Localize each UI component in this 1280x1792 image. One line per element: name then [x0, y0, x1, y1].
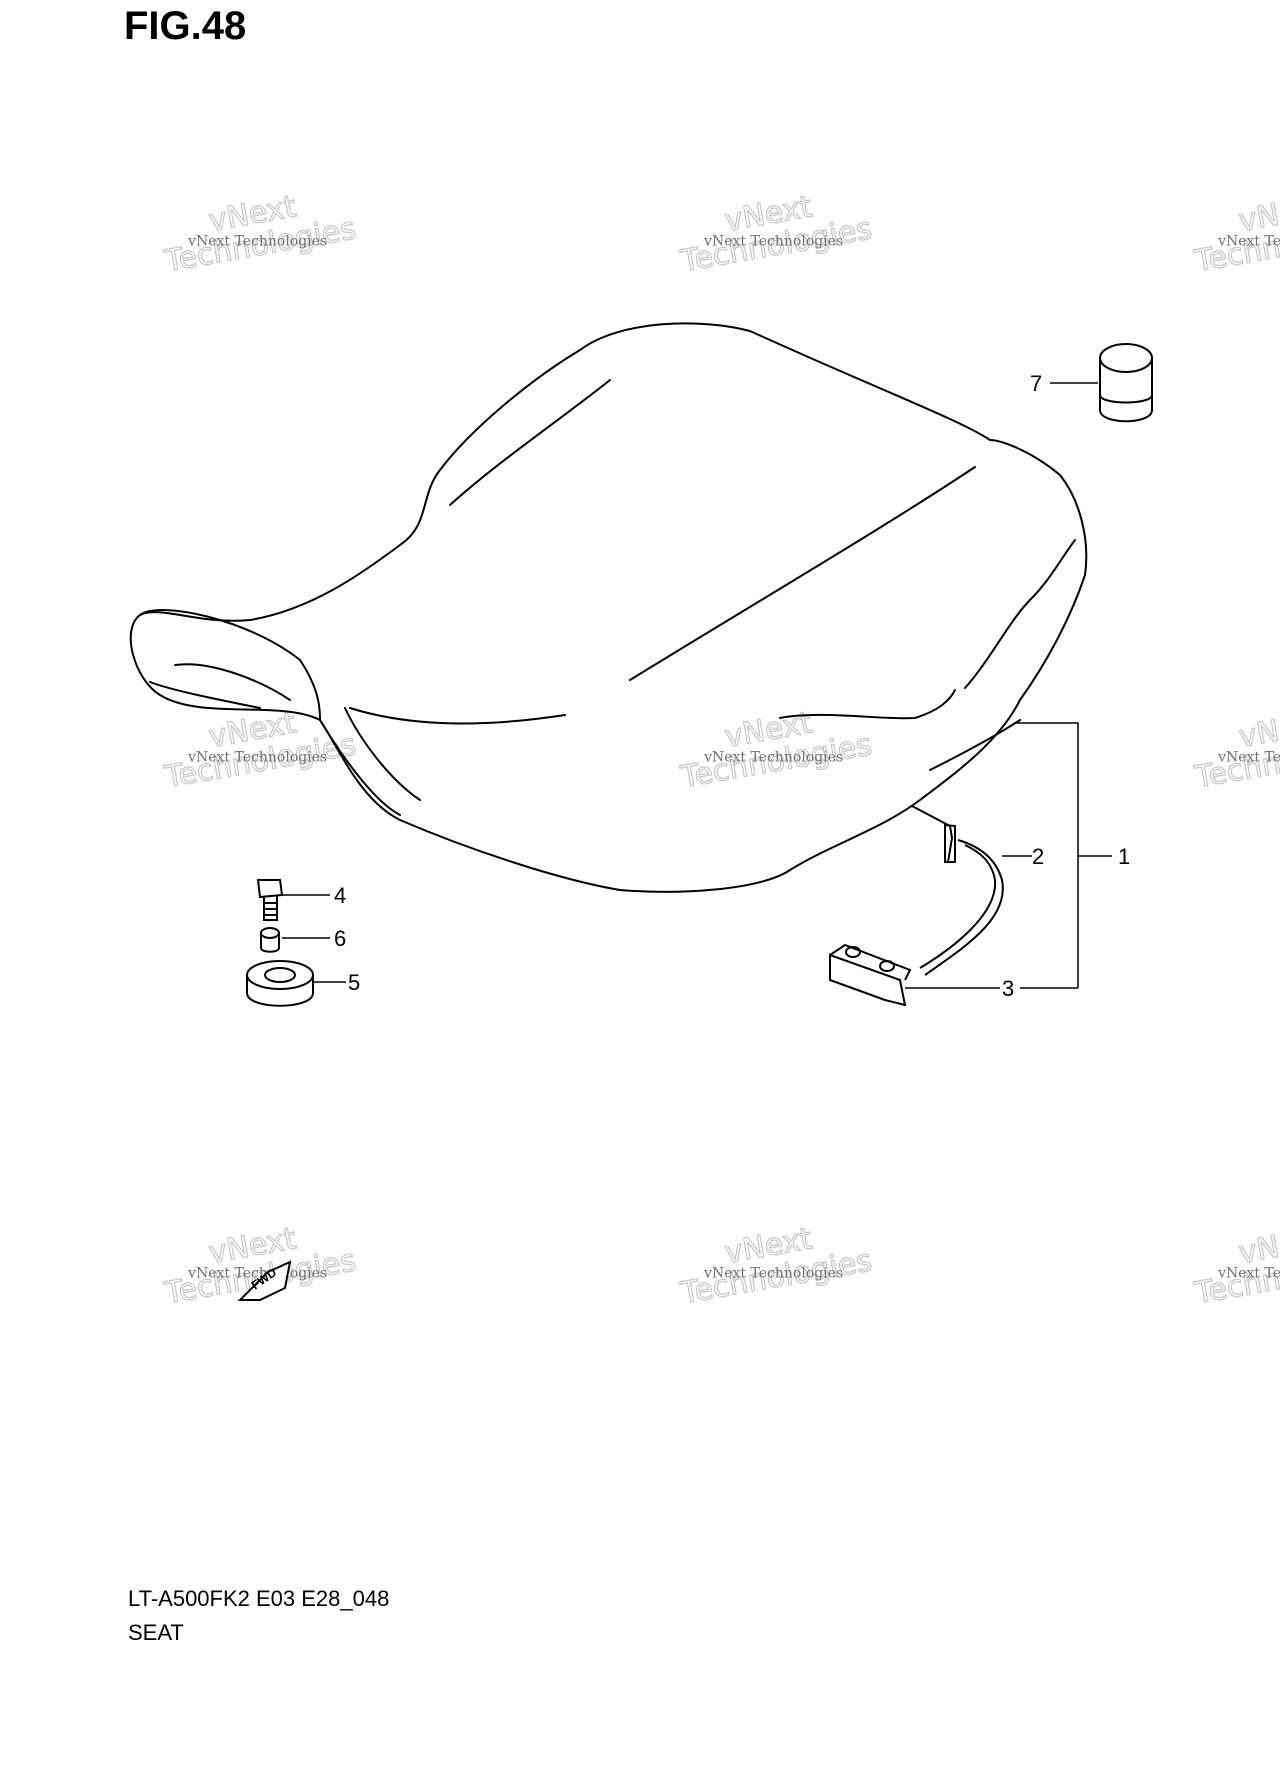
section-name: SEAT [128, 1620, 184, 1645]
grommet-5 [246, 960, 314, 1007]
svg-text:vNext Technologies: vNext Technologies [187, 1265, 327, 1281]
callout-3: 3 [1002, 976, 1014, 1001]
callout-4: 4 [334, 883, 346, 908]
watermark: Technologies vNext vNext Technologies [677, 705, 875, 796]
svg-text:vNext Technologies: vNext Technologies [187, 233, 327, 249]
svg-text:vNext: vNext [1236, 705, 1280, 755]
callout-5: 5 [348, 970, 360, 995]
svg-text:vNext: vNext [1236, 1221, 1280, 1271]
watermark: Technologies vNext vNext Technologies [677, 189, 875, 280]
callout-6: 6 [334, 926, 346, 951]
seat-illustration [129, 322, 1088, 893]
seat-cushion-block [829, 943, 912, 1007]
bolt-4 [256, 879, 284, 921]
watermark: Technologies vNext vNext Technologies [1191, 189, 1280, 280]
svg-text:vNext Technologies: vNext Technologies [703, 749, 843, 765]
svg-text:vNext Technologies: vNext Technologies [703, 1265, 843, 1281]
leader-lines [282, 382, 1112, 989]
seat-latch-hook [911, 805, 1004, 976]
svg-text:vNext Technologies: vNext Technologies [1217, 233, 1280, 249]
svg-text:vNext Technologies: vNext Technologies [187, 749, 327, 765]
watermark: Technologies vNext vNext Technologies [161, 189, 359, 280]
svg-text:vNext Technologies: vNext Technologies [703, 233, 843, 249]
svg-text:vNext: vNext [1236, 189, 1280, 239]
svg-text:vNext Technologies: vNext Technologies [1217, 749, 1280, 765]
callout-1: 1 [1118, 844, 1130, 869]
collar-6 [260, 927, 280, 953]
callout-7: 7 [1030, 371, 1042, 396]
watermark: Technologies vNext vNext Technologies [677, 1221, 875, 1312]
figure-title: FIG.48 [124, 4, 247, 48]
callout-2: 2 [1032, 844, 1044, 869]
seat-cushion-7 [1099, 343, 1153, 423]
model-code: LT-A500FK2 E03 E28_048 [128, 1586, 390, 1611]
svg-text:vNext Technologies: vNext Technologies [1217, 1265, 1280, 1281]
watermark: Technologies vNext vNext Technologies [1191, 705, 1280, 796]
watermark: Technologies vNext vNext Technologies [1191, 1221, 1280, 1312]
